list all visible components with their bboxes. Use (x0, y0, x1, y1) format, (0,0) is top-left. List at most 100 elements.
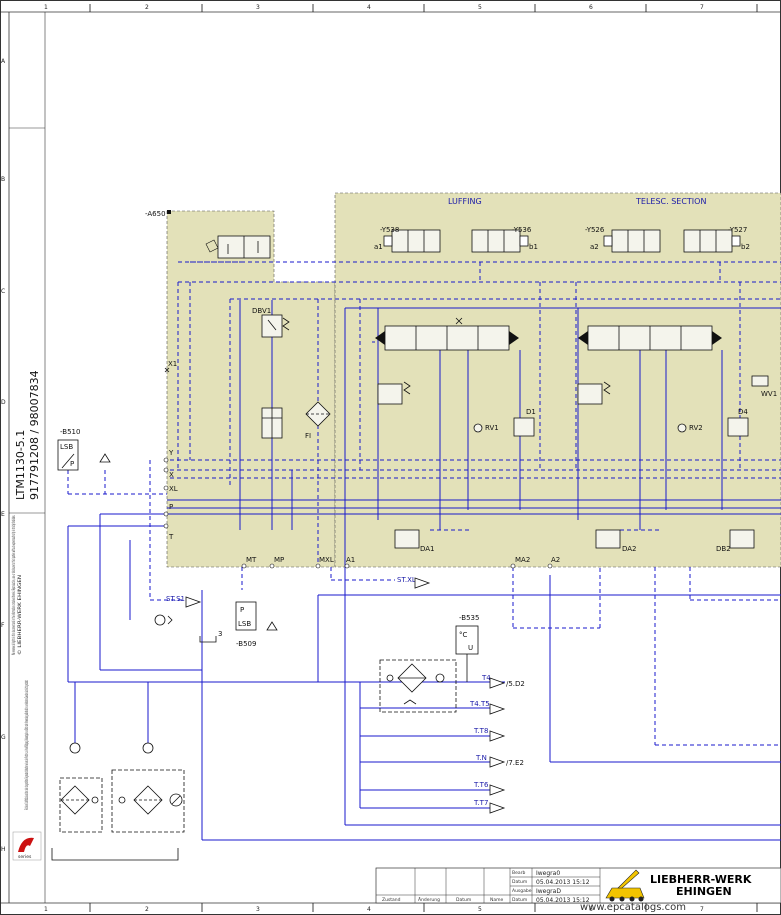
db2-valve: DB2 (716, 529, 755, 553)
row-e: E (1, 511, 5, 518)
port-xl: XL (169, 485, 178, 493)
da2-label: DA2 (622, 545, 637, 553)
d4-relief: D4 (727, 408, 749, 437)
b2-solenoid-label: b2 (741, 243, 750, 251)
b510-pressure-switch: -B510 LSB P (57, 428, 80, 471)
col-4-top: 4 (367, 4, 371, 11)
b509-lsb: LSB (238, 620, 251, 628)
a2-solenoid-label: a2 (590, 243, 599, 251)
col-2-top: 2 (145, 4, 149, 11)
d1-relief: D1 (513, 408, 536, 437)
row-f: F (1, 622, 5, 629)
three-label: 3 (218, 630, 222, 638)
side-note-company-text: © LIEBHERR-WERK EHINGEN (16, 575, 23, 655)
row-ruler-left: A B C D E F G H (1, 58, 6, 853)
tb-datum2: Datum (512, 897, 527, 903)
solenoid-y536: -Y536 b1 (471, 226, 538, 253)
row-d: D (1, 399, 6, 406)
outlet-t6: T.T6 (473, 781, 506, 796)
tb-name-col: Name (490, 897, 504, 903)
col-2-bottom: 2 (145, 906, 149, 913)
fi-label: FI (305, 432, 311, 440)
outlet-tn: T.N /7.E2 (475, 754, 524, 768)
port-a2: A2 (551, 556, 560, 564)
column-ruler-bottom: 1 2 3 4 5 6 7 (44, 903, 758, 913)
side-note-en: We reserve all rights in this document a… (11, 515, 17, 655)
b535-u: U (468, 644, 473, 652)
b535-temp-sensor: -B535 °C U (455, 614, 479, 682)
st-s1-connector: ST.S1 (166, 595, 202, 608)
b509-pressure-switch: P LSB -B509 (235, 601, 256, 648)
fi-filter: FI (305, 401, 331, 440)
tb-author2: IwegraD (536, 888, 561, 895)
doc-title-line2: 917791208 / 98007834 (28, 370, 41, 500)
tb-datum-col: Datum (456, 897, 471, 903)
luffing-compensator (377, 381, 411, 405)
mp-check (266, 621, 278, 631)
a1-solenoid-label: a1 (374, 243, 383, 251)
port-t: T (168, 533, 174, 541)
b510-p: P (70, 460, 74, 468)
logo-line2: EHINGEN (676, 885, 732, 898)
row-c: C (1, 288, 5, 295)
bottom-ports: MT MP MXL A1 MA2 A2 (241, 556, 560, 569)
outlet-t8: T.T8 (473, 727, 506, 742)
rv2-label: RV2 (689, 424, 703, 432)
luffing-main-valve (375, 317, 519, 351)
tn-ref: /7.E2 (506, 759, 524, 767)
logo-line1: LIEBHERR-WERK (650, 873, 752, 886)
side-note-en-text: We reserve all rights in this document a… (11, 515, 17, 655)
luffing-header: LUFFING (448, 197, 482, 206)
filter-unit-left (261, 407, 283, 439)
port-mp: MP (274, 556, 284, 564)
vertical-document-title: LTM1130-5.1 917791208 / 98007834 (14, 370, 41, 500)
da1-label: DA1 (420, 545, 435, 553)
col-4-bottom: 4 (367, 906, 371, 913)
side-note-de: Für dieses Schriftstück und den darin da… (24, 680, 30, 810)
tb-date1: 05.04.2013 15:12 (536, 879, 590, 886)
title-block: Bearb Datum Ausgabe Datum Iwegra0 05.04.… (375, 867, 781, 904)
telesc-header: TELESC. SECTION (635, 197, 706, 206)
col-6-bottom: 6 (589, 906, 593, 913)
b509-p: P (240, 606, 244, 614)
cooler-filter-unit (379, 659, 457, 713)
port-x: X (169, 471, 174, 479)
outlet-t7: T.T7 (473, 799, 506, 814)
return-filter-right (111, 742, 185, 833)
eplan-series-label: series (18, 854, 32, 860)
st-xl-connector: ST.XL (397, 576, 431, 589)
y526-label: -Y526 (585, 226, 605, 234)
column-ruler-top: 1 2 3 4 5 6 7 (44, 4, 758, 12)
x1-label: X1 (168, 360, 177, 368)
db2-label: DB2 (716, 545, 731, 553)
st-s1-label: ST.S1 (166, 595, 185, 603)
x1-port: X1 (164, 360, 177, 373)
directional-valve-a650 (190, 235, 271, 263)
b535-label: -B535 (459, 614, 479, 622)
rv1-check-valve: RV1 (473, 423, 499, 433)
t6-label: T.T6 (473, 781, 489, 789)
b510-check (99, 453, 111, 463)
col-7-bottom: 7 (700, 906, 704, 913)
tb-date2: 05.04.2013 15:12 (536, 897, 590, 904)
da2-valve: DA2 (595, 529, 637, 553)
col-5-bottom: 5 (478, 906, 482, 913)
d4-label: D4 (738, 408, 748, 416)
col-1-bottom: 1 (44, 906, 48, 913)
b1-solenoid-label: b1 (529, 243, 538, 251)
col-3-bottom: 3 (256, 906, 260, 913)
telesc-main-valve (578, 325, 722, 351)
solenoid-y527: -Y527 b2 (683, 226, 750, 253)
tn-label: T.N (475, 754, 487, 762)
t7-label: T.T7 (473, 799, 488, 807)
t4-label: T4 (481, 674, 491, 682)
check-valve-stS1: 3 (154, 614, 222, 643)
dbv1-label: DBV1 (252, 307, 271, 315)
y536-label: -Y536 (512, 226, 532, 234)
d1-label: D1 (526, 408, 536, 416)
col-6-top: 6 (589, 4, 593, 11)
outlet-t4t5: T4.T5 (469, 700, 506, 715)
crane-logo-icon (604, 869, 646, 902)
wv1-label: WV1 (761, 390, 777, 398)
